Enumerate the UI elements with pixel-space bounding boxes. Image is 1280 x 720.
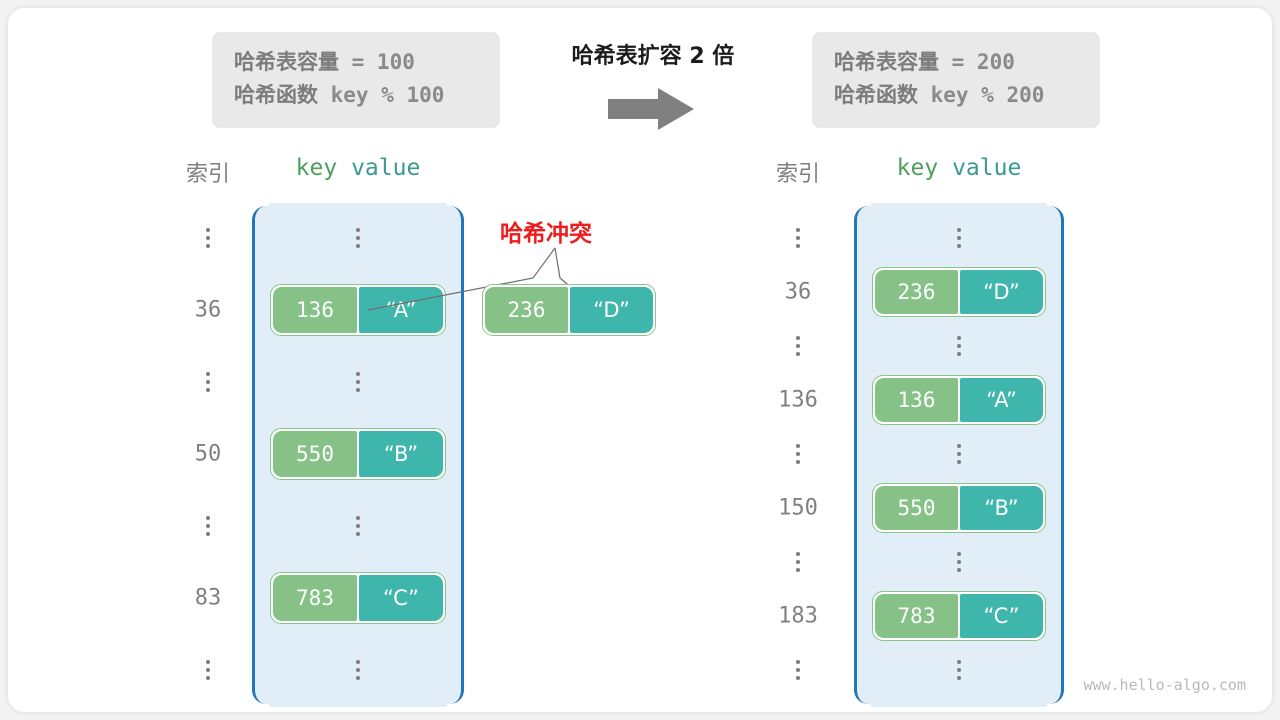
value-cell: “D” [960, 270, 1043, 314]
ellipsis-icon [318, 228, 398, 248]
hashfunc-line-before: 哈希函数 key % 100 [234, 79, 478, 112]
hash-config-box-before: 哈希表容量 = 100 哈希函数 key % 100 [212, 32, 500, 128]
hashfunc-label-before: 哈希函数 [234, 83, 318, 107]
diagram-canvas: 哈希表容量 = 100 哈希函数 key % 100 哈希表容量 = 200 哈… [8, 8, 1272, 712]
value-cell: “B” [960, 486, 1043, 530]
key-cell: 783 [273, 575, 357, 621]
hash-config-box-after: 哈希表容量 = 200 哈希函数 key % 200 [812, 32, 1100, 128]
ellipsis-icon [758, 444, 838, 464]
resize-title: 哈希表扩容 2 倍 [571, 44, 735, 69]
index-label: 50 [194, 441, 222, 467]
right-index-header: 索引 [775, 162, 820, 187]
ellipsis-icon [318, 660, 398, 680]
value-cell: “D” [570, 287, 653, 333]
hashfunc-value-before: key % 100 [318, 83, 445, 107]
key-value-pair[interactable]: 783“C” [270, 572, 446, 624]
value-cell: “C” [359, 575, 443, 621]
ellipsis-icon [919, 660, 999, 680]
index-label: 83 [194, 585, 222, 611]
right-key-header: key [896, 155, 939, 181]
ellipsis-icon [168, 660, 248, 680]
capacity-label-after: 哈希表容量 [834, 50, 939, 74]
key-cell: 236 [485, 287, 568, 333]
left-value-header: value [351, 155, 421, 181]
index-label: 183 [778, 603, 818, 629]
left-key-header: key [295, 155, 338, 181]
index-label: 36 [194, 297, 222, 323]
key-value-pair[interactable]: 236“D” [872, 267, 1046, 317]
ellipsis-icon [919, 552, 999, 572]
ellipsis-icon [919, 444, 999, 464]
value-cell: “A” [359, 287, 443, 333]
index-label: 36 [784, 279, 812, 305]
ellipsis-icon [919, 228, 999, 248]
value-cell: “C” [960, 594, 1043, 638]
ellipsis-icon [758, 660, 838, 680]
right-arrow-icon [608, 88, 694, 130]
index-label: 150 [778, 495, 818, 521]
ellipsis-icon [758, 552, 838, 572]
key-cell: 550 [273, 431, 357, 477]
key-cell: 236 [875, 270, 958, 314]
collision-label: 哈希冲突 [500, 221, 592, 247]
hashfunc-label-after: 哈希函数 [834, 83, 918, 107]
right-kv-header: key value [854, 155, 1064, 181]
key-cell: 136 [875, 378, 958, 422]
left-index-header: 索引 [185, 162, 230, 187]
key-value-pair[interactable]: 136“A” [270, 284, 446, 336]
key-value-pair[interactable]: 136“A” [872, 375, 1046, 425]
hashfunc-line-after: 哈希函数 key % 200 [834, 79, 1078, 112]
ellipsis-icon [919, 336, 999, 356]
colliding-key-value-pair[interactable]: 236“D” [482, 284, 656, 336]
ellipsis-icon [168, 372, 248, 392]
ellipsis-icon [318, 516, 398, 536]
capacity-line-after: 哈希表容量 = 200 [834, 46, 1078, 79]
key-value-pair[interactable]: 550“B” [872, 483, 1046, 533]
key-cell: 783 [875, 594, 958, 638]
capacity-line-before: 哈希表容量 = 100 [234, 46, 478, 79]
ellipsis-icon [168, 516, 248, 536]
ellipsis-icon [758, 336, 838, 356]
capacity-value-before: = 100 [339, 50, 415, 74]
ellipsis-icon [318, 372, 398, 392]
key-cell: 550 [875, 486, 958, 530]
key-value-pair[interactable]: 550“B” [270, 428, 446, 480]
value-cell: “B” [359, 431, 443, 477]
hashfunc-value-after: key % 200 [918, 83, 1045, 107]
ellipsis-icon [168, 228, 248, 248]
index-label: 136 [778, 387, 818, 413]
key-cell: 136 [273, 287, 357, 333]
value-cell: “A” [960, 378, 1043, 422]
left-kv-header: key value [252, 155, 464, 181]
capacity-label-before: 哈希表容量 [234, 50, 339, 74]
capacity-value-after: = 200 [939, 50, 1015, 74]
key-value-pair[interactable]: 783“C” [872, 591, 1046, 641]
ellipsis-icon [758, 228, 838, 248]
right-value-header: value [952, 155, 1022, 181]
watermark: www.hello-algo.com [1083, 676, 1246, 694]
